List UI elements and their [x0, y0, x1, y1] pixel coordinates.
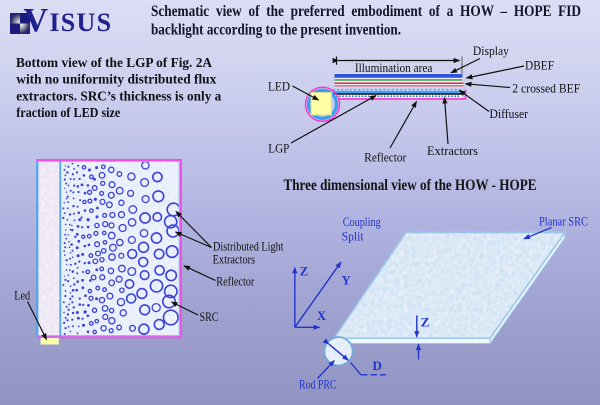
svg-text:Planar SRC: Planar SRC	[539, 215, 588, 229]
svg-text:Y: Y	[342, 274, 351, 288]
svg-text:2 crossed BEF: 2 crossed BEF	[512, 82, 580, 96]
svg-text:Three dimensional view of the: Three dimensional view of the HOW - HOPE	[284, 177, 537, 194]
svg-text:Reflector: Reflector	[216, 275, 255, 289]
svg-text:VISUS: VISUS	[24, 2, 113, 39]
svg-text:Extractors: Extractors	[427, 143, 478, 158]
svg-text:Coupling: Coupling	[343, 214, 381, 229]
svg-text:Illumination area: Illumination area	[355, 61, 433, 75]
svg-text:Schematic view of the preferre: Schematic view of the preferred embodime…	[151, 3, 581, 20]
svg-text:Extractors: Extractors	[213, 252, 256, 266]
svg-text:Diffuser: Diffuser	[490, 107, 529, 121]
svg-text:Distributed Light: Distributed Light	[213, 240, 284, 254]
svg-text:Z: Z	[300, 265, 308, 279]
svg-text:D: D	[373, 358, 382, 373]
svg-text:Z: Z	[421, 315, 430, 330]
svg-text:SRC: SRC	[200, 310, 219, 324]
svg-text:X: X	[317, 309, 326, 323]
svg-text:LED: LED	[268, 79, 290, 94]
svg-text:LGP: LGP	[268, 141, 289, 156]
svg-text:fraction of LED size: fraction of LED size	[16, 106, 120, 121]
svg-text:with no uniformity distributed: with no uniformity distributed flux	[16, 73, 216, 88]
svg-text:Led: Led	[14, 287, 30, 302]
svg-text:Reflector: Reflector	[364, 150, 407, 165]
svg-text:DBEF: DBEF	[525, 59, 554, 73]
svg-text:extractors. SRC’s thickness is: extractors. SRC’s thickness is only a	[16, 89, 221, 104]
svg-text:Rod PRC: Rod PRC	[299, 378, 337, 392]
svg-text:Display: Display	[473, 44, 510, 58]
svg-text:backlight according to the pre: backlight according to the present inven…	[151, 22, 401, 39]
svg-text:Bottom view of the LGP of Fig.: Bottom view of the LGP of Fig. 2A	[16, 56, 213, 71]
svg-text:Split: Split	[342, 229, 364, 244]
